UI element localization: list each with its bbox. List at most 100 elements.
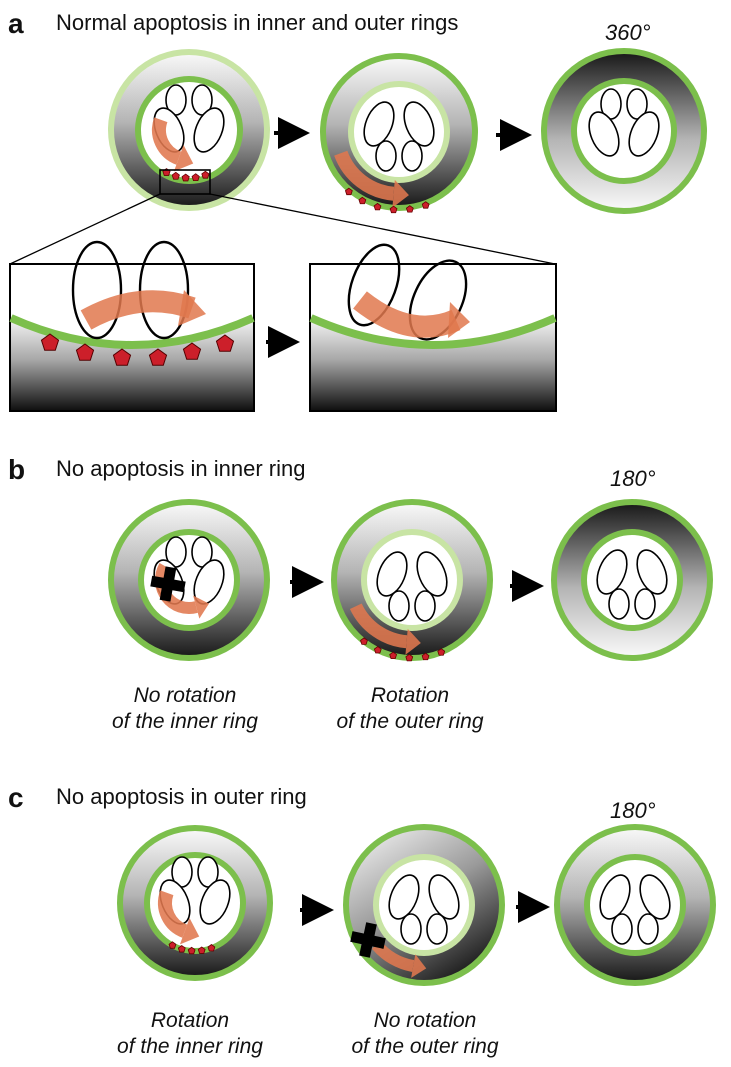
inner-ring: [571, 78, 677, 184]
panel-a-title: Normal apoptosis in inner and outer ring…: [56, 10, 459, 35]
zoom-detail-2: [309, 243, 557, 412]
caption-line: Rotation: [370, 684, 450, 707]
panel-c-ring1-rotation-arrow-shaft: [158, 890, 188, 938]
block-cross-icon: [350, 922, 386, 958]
apoptotic-cell-marker: [437, 648, 446, 656]
caption-line: of the outer ring: [351, 1035, 499, 1059]
digit-oval: [388, 874, 420, 920]
digit-oval: [628, 111, 660, 157]
zoom-line: [209, 193, 556, 265]
panel-b-ring2-rotation-arrow-shaft: [349, 603, 408, 649]
zoom-rotation-arrow-head: [448, 302, 470, 338]
panel-c-title: No apoptosis in outer ring: [56, 784, 307, 809]
zoom-green-layer: [309, 314, 557, 349]
panel-b-label: b: [8, 454, 26, 485]
digit-oval: [199, 879, 231, 925]
digit-shapes: [376, 551, 448, 622]
caption-line: of the outer ring: [336, 710, 484, 734]
apoptotic-cell-marker: [201, 170, 210, 179]
digit-shapes: [596, 549, 668, 620]
apoptotic-cell-marker: [421, 652, 430, 661]
apoptotic-cell-marker: [373, 646, 382, 654]
panel-a-angle: 360°: [605, 20, 651, 45]
digit-oval: [426, 913, 448, 945]
digit-oval: [401, 140, 423, 172]
panel-b-title: No apoptosis in inner ring: [56, 456, 306, 481]
digit-oval: [599, 874, 631, 920]
digit-shapes: [388, 874, 460, 945]
digit-oval: [637, 913, 659, 945]
panel-a-ring-2: [320, 53, 478, 211]
apoptotic-cell-marker: [112, 348, 132, 366]
panel-c-ring-1: [117, 825, 273, 981]
panel-a-ring-1: [108, 49, 270, 211]
apoptotic-cell-marker: [191, 173, 200, 182]
apoptotic-cell-marker: [215, 334, 235, 352]
apoptotic-cell-marker: [389, 205, 398, 214]
panel-a-ring1-rotation-arrow-head: [173, 145, 194, 172]
caption-line: of the inner ring: [117, 1035, 263, 1059]
panel-b-ring-3: [551, 499, 713, 661]
digit-oval: [636, 549, 668, 595]
digit-oval: [347, 243, 401, 327]
caption-line: of the inner ring: [112, 710, 258, 734]
panel-a-ring-3: [541, 48, 707, 214]
digit-shapes: [363, 101, 435, 172]
panel-b-caption-outer: Rotation of the outer ring: [305, 683, 515, 736]
digit-oval: [71, 240, 123, 340]
zoom-detail-1: [9, 240, 255, 412]
panel-c-angle: 180°: [610, 798, 656, 823]
caption-line: No rotation: [133, 684, 237, 707]
block-cross-icon: [150, 566, 186, 602]
caption-line: No rotation: [373, 1009, 477, 1032]
panel-a-ring2-rotation-arrow-shaft: [334, 150, 395, 201]
zoom-box: [159, 169, 211, 195]
panel-c-label: c: [8, 782, 24, 813]
digit-oval: [400, 913, 422, 945]
digit-oval: [416, 551, 448, 597]
apoptotic-cell-marker: [40, 333, 60, 351]
digit-shapes: [588, 88, 660, 157]
apoptotic-cell-marker: [197, 946, 206, 954]
digit-oval: [596, 549, 628, 595]
digit-oval: [414, 590, 436, 622]
panel-b-angle: 180°: [610, 466, 656, 491]
zoom-rotation-arrow-head: [178, 290, 206, 326]
panel-b-ring2-apoptotic-cells: [360, 637, 446, 662]
digit-oval: [138, 240, 190, 340]
apoptotic-cell-marker: [171, 171, 180, 180]
panel-c-ring2-rotation-arrow-head: [411, 954, 427, 978]
panel-c-ring-2: [343, 824, 505, 986]
apoptotic-cell-marker: [373, 202, 382, 211]
apoptotic-cell-marker: [187, 946, 196, 955]
panel-a-ring2-apoptotic-cells: [344, 187, 430, 214]
digit-oval: [588, 111, 620, 157]
apoptotic-cell-marker: [177, 945, 186, 953]
digit-oval: [388, 590, 410, 622]
caption-line: Rotation: [150, 1009, 230, 1032]
zoom-green-layer: [9, 314, 255, 349]
panel-c-ring1-rotation-arrow-head: [179, 918, 200, 945]
digit-oval: [611, 913, 633, 945]
cross-bar: [359, 922, 377, 958]
apoptotic-cell-marker: [148, 348, 168, 366]
zoom-rotation-arrow-shaft: [353, 291, 461, 338]
panel-a-label: a: [8, 8, 24, 39]
panel-b-ring-1: [108, 499, 270, 661]
digit-oval: [408, 259, 468, 341]
digit-oval: [375, 140, 397, 172]
panel-b-caption-inner: No rotation of the inner ring: [80, 683, 290, 736]
zoom-line: [9, 193, 161, 265]
digit-oval: [428, 874, 460, 920]
apoptotic-cell-marker: [75, 343, 95, 361]
digit-shapes: [599, 874, 671, 945]
apoptotic-cell-marker: [358, 196, 367, 205]
apoptotic-cell-marker: [405, 205, 414, 213]
panel-b-ring-2: [331, 499, 493, 661]
panel-c-caption-outer: No rotation of the outer ring: [320, 1008, 530, 1061]
digit-oval: [376, 551, 408, 597]
digit-oval: [608, 588, 630, 620]
digit-oval: [403, 101, 435, 147]
panel-a-ring2-rotation-arrow-head: [392, 179, 409, 208]
